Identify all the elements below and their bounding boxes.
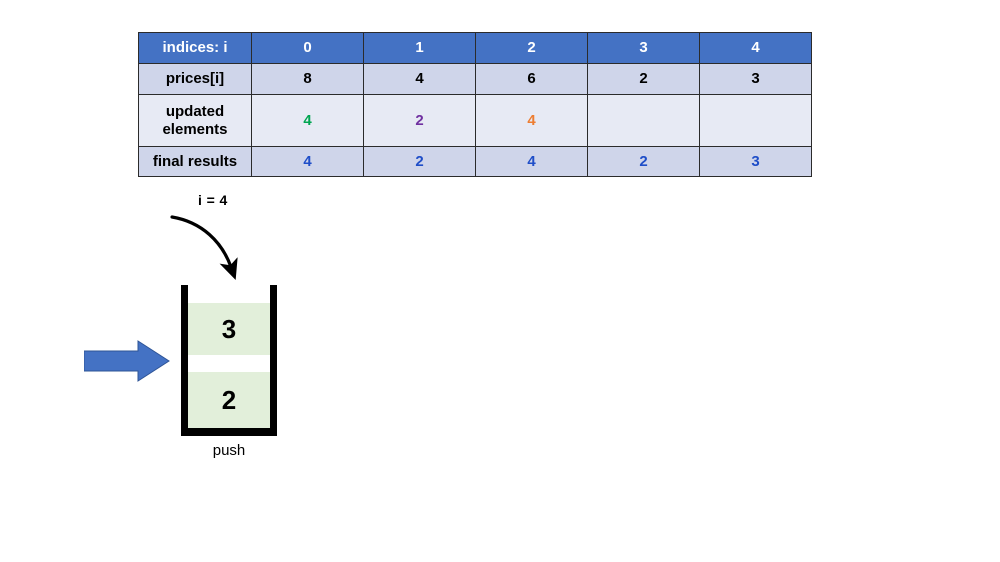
row-label-updated-line2: elements — [162, 120, 228, 138]
stack-cell-bottom: 2 — [188, 372, 270, 428]
cell-updated-2: 4 — [475, 94, 588, 147]
row-label-final-results: final results — [138, 146, 252, 177]
row-label-updated-line1: updated — [165, 103, 225, 121]
cell-final-2: 4 — [475, 146, 588, 177]
stack-floor — [181, 428, 277, 436]
cell-prices-2: 6 — [475, 63, 588, 95]
cell-indices-4: 4 — [699, 32, 812, 64]
cell-prices-0: 8 — [251, 63, 364, 95]
data-table-container: indices: i 0 1 2 3 4 prices[i] 8 4 6 2 3… — [138, 32, 812, 177]
table-row-final-results: final results 4 2 4 2 3 — [138, 146, 812, 177]
stack-container: 3 2 — [181, 285, 277, 436]
row-label-updated-elements: updated elements — [138, 94, 252, 147]
stack-wall-left — [181, 285, 188, 436]
indices-prices-results-table: indices: i 0 1 2 3 4 prices[i] 8 4 6 2 3… — [138, 32, 812, 177]
right-block-arrow-icon — [84, 340, 170, 382]
table-row-updated-elements: updated elements 4 2 4 — [138, 94, 812, 147]
row-label-indices: indices: i — [138, 32, 252, 64]
cell-updated-1: 2 — [363, 94, 476, 147]
cell-updated-3 — [587, 94, 700, 147]
cell-updated-0: 4 — [251, 94, 364, 147]
cell-final-1: 2 — [363, 146, 476, 177]
cell-final-3: 2 — [587, 146, 700, 177]
current-index-label: i = 4 — [198, 192, 228, 208]
table-row-indices: indices: i 0 1 2 3 4 — [138, 32, 812, 64]
cell-final-4: 3 — [699, 146, 812, 177]
cell-indices-2: 2 — [475, 32, 588, 64]
cell-indices-0: 0 — [251, 32, 364, 64]
stack-caption-push: push — [212, 442, 246, 459]
row-label-prices: prices[i] — [138, 63, 252, 95]
cell-prices-3: 2 — [587, 63, 700, 95]
curved-arrow-down-icon — [170, 215, 238, 280]
stack-wall-right — [270, 285, 277, 436]
table-row-prices: prices[i] 8 4 6 2 3 — [138, 63, 812, 95]
cell-final-0: 4 — [251, 146, 364, 177]
cell-prices-1: 4 — [363, 63, 476, 95]
cell-indices-1: 1 — [363, 32, 476, 64]
cell-indices-3: 3 — [587, 32, 700, 64]
cell-updated-4 — [699, 94, 812, 147]
stack-cell-top: 3 — [188, 303, 270, 355]
cell-prices-4: 3 — [699, 63, 812, 95]
